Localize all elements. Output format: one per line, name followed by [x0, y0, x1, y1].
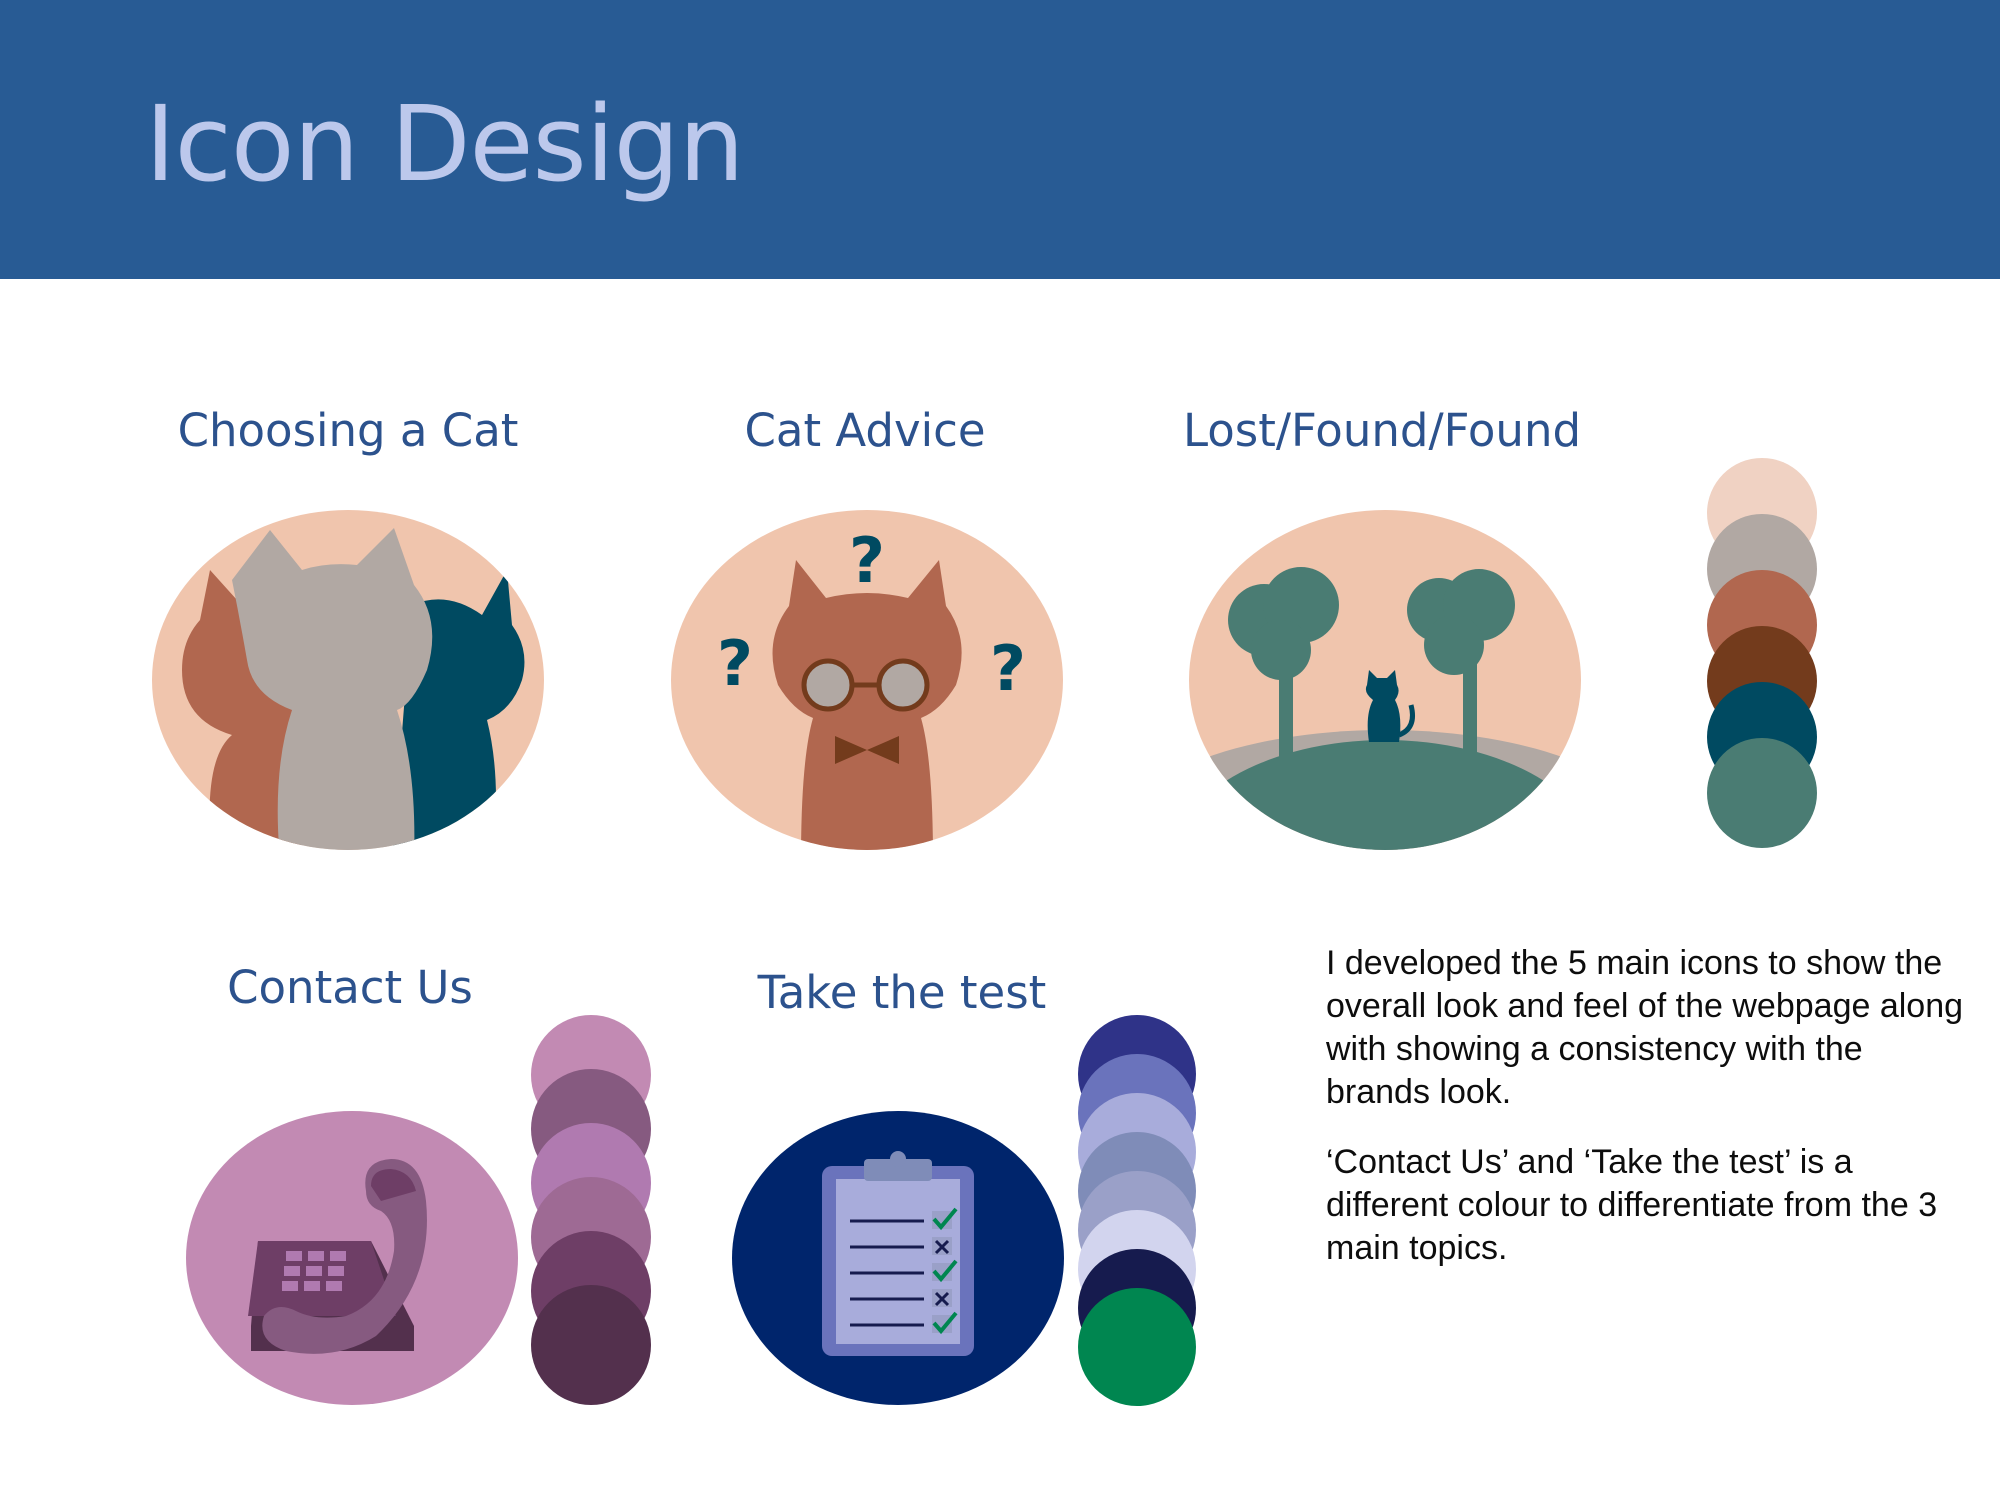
description-text: I developed the 5 main icons to show the…	[1326, 942, 1966, 1297]
choosing-a-cat-title: Choosing a Cat	[177, 404, 519, 457]
question-mark-icon: ?	[849, 524, 885, 597]
cat-advice-title: Cat Advice	[744, 404, 986, 457]
test-color-palette	[1078, 1015, 1198, 1407]
lost-found-title: Lost/Found/Found	[1182, 404, 1582, 457]
take-the-test-title: Take the test	[757, 966, 1047, 1019]
page-title: Icon Design	[145, 83, 745, 205]
telephone-icon	[186, 1111, 518, 1405]
cat-with-glasses-icon: ? ? ?	[671, 510, 1063, 850]
main-color-palette	[1707, 458, 1817, 848]
color-swatch	[1707, 738, 1817, 848]
color-swatch	[1078, 1288, 1196, 1406]
description-paragraph-2: ‘Contact Us’ and ‘Take the test’ is a di…	[1326, 1143, 1938, 1267]
three-cats-icon	[152, 510, 544, 850]
question-mark-icon: ?	[990, 632, 1026, 705]
cat-on-hill-icon	[1189, 510, 1581, 850]
contact-color-palette	[531, 1015, 651, 1407]
contact-us-title: Contact Us	[227, 961, 473, 1014]
question-mark-icon: ?	[717, 627, 753, 700]
description-paragraph-1: I developed the 5 main icons to show the…	[1326, 944, 1964, 1111]
clipboard-checklist-icon	[732, 1111, 1064, 1405]
color-swatch	[531, 1285, 651, 1405]
header-banner: Icon Design	[0, 0, 2000, 279]
